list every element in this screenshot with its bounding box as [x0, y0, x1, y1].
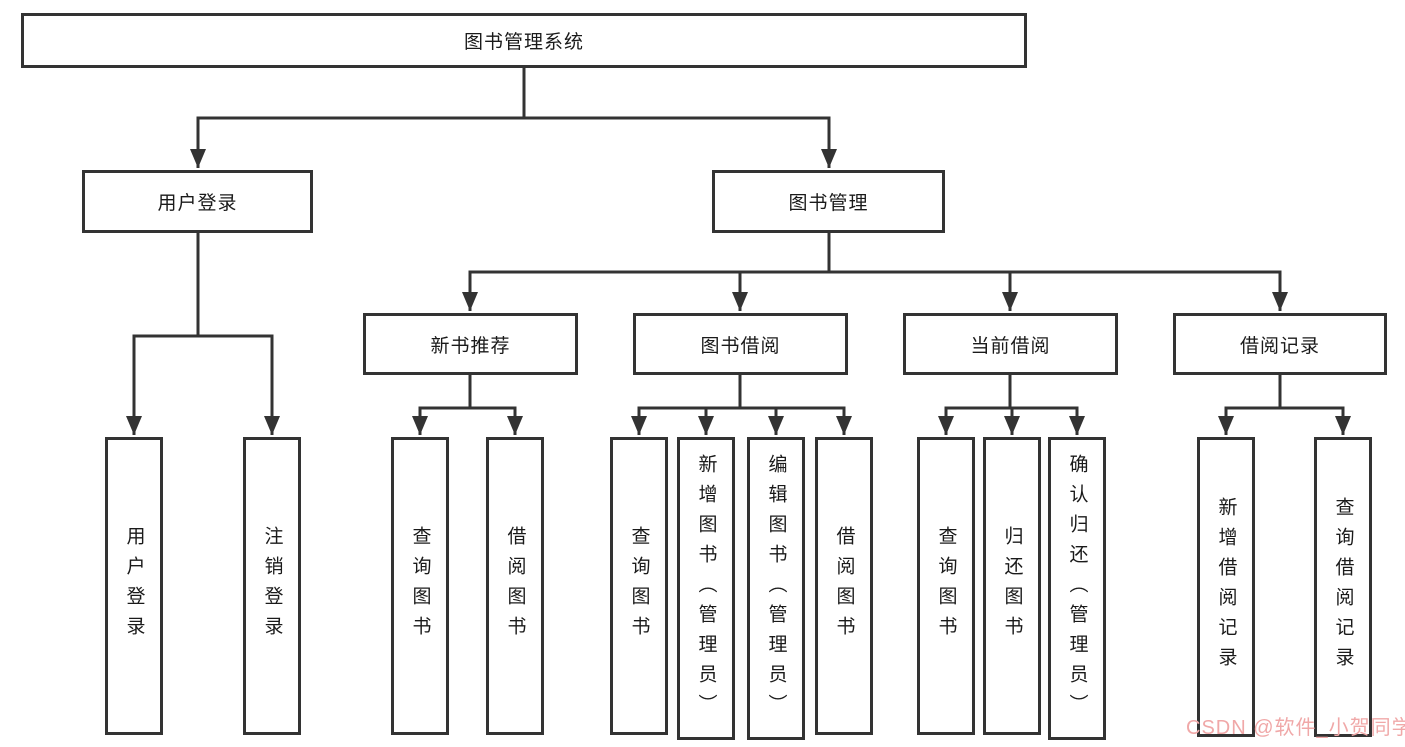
node-root: 图书管理系统	[21, 13, 1027, 68]
node-book-borrowing: 图书借阅	[633, 313, 848, 375]
leaf-user-login: 用户登录	[105, 437, 163, 735]
watermark: CSDN @软件_小贺同学	[1186, 717, 1405, 739]
leaf-confirm-return-admin: 确认归还（管理员）	[1048, 437, 1106, 740]
leaf-add-borrow-record: 新增借阅记录	[1197, 437, 1255, 737]
node-book-management: 图书管理	[712, 170, 945, 233]
node-current-borrowing: 当前借阅	[903, 313, 1118, 375]
leaf-query-books-current: 查询图书	[917, 437, 975, 735]
node-root-label: 图书管理系统	[463, 32, 584, 53]
leaf-borrow-books: 借阅图书	[815, 437, 873, 735]
node-current-borrowing-label: 当前借阅	[970, 335, 1051, 357]
node-user-login-label: 用户登录	[157, 193, 238, 214]
leaf-logout: 注销登录	[243, 437, 301, 735]
leaf-query-books-borrow: 查询图书	[610, 437, 668, 735]
node-user-login: 用户登录	[82, 170, 313, 233]
leaf-query-books-recommend: 查询图书	[391, 437, 449, 735]
node-book-borrowing-label: 图书借阅	[700, 335, 781, 357]
leaf-borrow-books-recommend: 借阅图书	[486, 437, 544, 735]
leaf-return-books: 归还图书	[983, 437, 1041, 735]
node-new-book-recommendation-label: 新书推荐	[430, 335, 511, 357]
leaf-query-borrow-record: 查询借阅记录	[1314, 437, 1372, 737]
leaf-edit-book-admin: 编辑图书（管理员）	[747, 437, 805, 740]
node-borrowing-records: 借阅记录	[1173, 313, 1387, 375]
node-new-book-recommendation: 新书推荐	[363, 313, 578, 375]
node-borrowing-records-label: 借阅记录	[1239, 335, 1320, 357]
node-book-management-label: 图书管理	[788, 193, 869, 214]
leaf-add-book-admin: 新增图书（管理员）	[677, 437, 735, 740]
